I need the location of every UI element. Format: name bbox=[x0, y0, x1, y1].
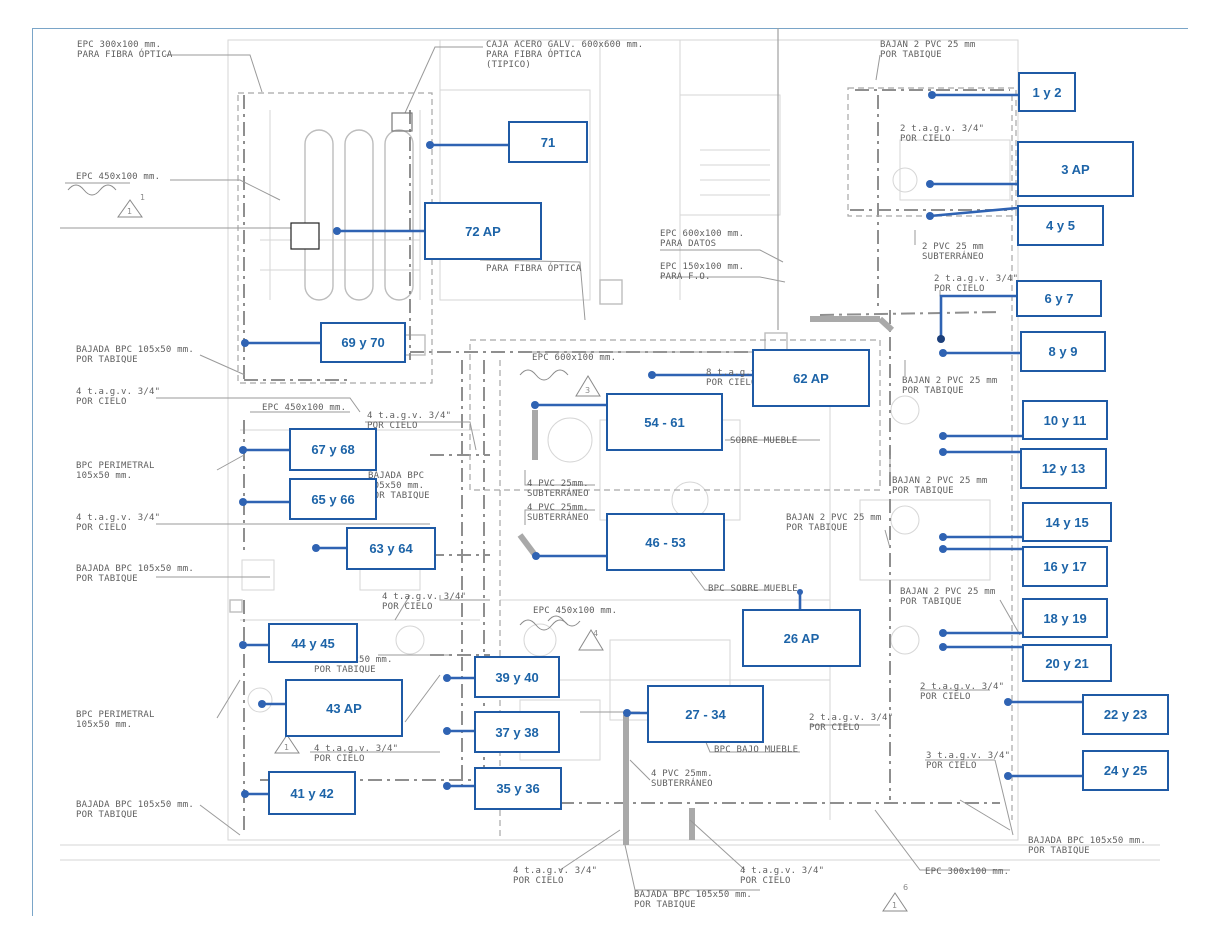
note-bajada-bpc-center: BAJADA BPC 105x50 mm. POR TABIQUE bbox=[368, 471, 430, 501]
note-bajada-bpc-right: BAJADA BPC 105x50 mm. POR TABIQUE bbox=[1028, 836, 1146, 856]
note-tagv-bottom-1: 4 t.a.g.v. 3/4" POR CIELO bbox=[513, 866, 598, 886]
note-tagv-ne: 2 t.a.g.v. 3/4" POR CIELO bbox=[900, 124, 985, 144]
note-tagv-left-2: 4 t.a.g.v. 3/4" POR CIELO bbox=[76, 513, 161, 533]
note-8-tagv: 8 t.a.g.v. POR CIELO bbox=[706, 368, 763, 388]
note-tagv-center-2: 4 t.a.g.v. 3/4" POR CIELO bbox=[382, 592, 467, 612]
note-sobre-mueble: SOBRE MUEBLE bbox=[730, 436, 798, 446]
svg-text:1: 1 bbox=[284, 743, 289, 752]
tag-1-y-2[interactable]: 1 y 2 bbox=[1018, 72, 1076, 112]
tag-35-y-36[interactable]: 35 y 36 bbox=[474, 767, 562, 810]
note-tagv-bottom-2: 4 t.a.g.v. 3/4" POR CIELO bbox=[740, 866, 825, 886]
tag-3-ap[interactable]: 3 AP bbox=[1017, 141, 1134, 197]
note-tagv-center-left: 4 t.a.g.v. 3/4" POR CIELO bbox=[367, 411, 452, 431]
tag-14-y-15[interactable]: 14 y 15 bbox=[1022, 502, 1112, 542]
note-tagv-center-3: 4 t.a.g.v. 3/4" POR CIELO bbox=[314, 744, 399, 764]
tag-41-y-42[interactable]: 41 y 42 bbox=[268, 771, 356, 815]
note-epc-300-fibra: EPC 300x100 mm. PARA FIBRA ÓPTICA bbox=[77, 40, 173, 60]
tag-43-ap[interactable]: 43 AP bbox=[285, 679, 403, 737]
tag-67-y-68[interactable]: 67 y 68 bbox=[289, 428, 377, 471]
tag-24-y-25[interactable]: 24 y 25 bbox=[1082, 750, 1169, 791]
tag-22-y-23[interactable]: 22 y 23 bbox=[1082, 694, 1169, 735]
note-4pvc-a: 4 PVC 25mm. SUBTERRÁNEO bbox=[527, 479, 589, 499]
note-tagv-6y7: 2 t.a.g.v. 3/4" POR CIELO bbox=[934, 274, 1019, 294]
tag-8-y-9[interactable]: 8 y 9 bbox=[1020, 331, 1106, 372]
svg-text:3: 3 bbox=[585, 386, 590, 395]
note-epc-450-top: EPC 450x100 mm. bbox=[76, 172, 161, 182]
svg-text:4: 4 bbox=[593, 629, 598, 638]
note-bpc-perimetral-1: BPC PERIMETRAL 105x50 mm. bbox=[76, 461, 155, 481]
note-caja-acero: CAJA ACERO GALV. 600x600 mm. PARA FIBRA … bbox=[486, 40, 644, 70]
tag-37-y-38[interactable]: 37 y 38 bbox=[474, 711, 560, 753]
tag-18-y-19[interactable]: 18 y 19 bbox=[1022, 598, 1108, 638]
note-tagv-left-1: 4 t.a.g.v. 3/4" POR CIELO bbox=[76, 387, 161, 407]
note-tagv-27: 2 t.a.g.v. 3/4" POR CIELO bbox=[809, 713, 894, 733]
note-bpc-sobre-mueble: BPC SOBRE MUEBLE bbox=[708, 584, 798, 594]
note-bajan-pvc-12: BAJAN 2 PVC 25 mm POR TABIQUE bbox=[892, 476, 988, 496]
note-tagv-22: 2 t.a.g.v. 3/4" POR CIELO bbox=[920, 682, 1005, 702]
tag-16-y-17[interactable]: 16 y 17 bbox=[1022, 546, 1108, 587]
note-bajan-pvc-18: BAJAN 2 PVC 25 mm POR TABIQUE bbox=[900, 587, 996, 607]
note-epc-600-datos: EPC 600x100 mm. PARA DATOS bbox=[660, 229, 745, 249]
note-4pvc-c: 4 PVC 25mm. SUBTERRÁNEO bbox=[651, 769, 713, 789]
note-bajada-bpc-left-2: BAJADA BPC 105x50 mm. POR TABIQUE bbox=[76, 564, 194, 584]
tag-71[interactable]: 71 bbox=[508, 121, 588, 163]
svg-text:1: 1 bbox=[892, 901, 897, 910]
tag-12-y-13[interactable]: 12 y 13 bbox=[1020, 448, 1107, 489]
tag-27-34[interactable]: 27 - 34 bbox=[647, 685, 764, 743]
tag-72-ap[interactable]: 72 AP bbox=[424, 202, 542, 260]
note-epc-450-center: EPC 450x100 mm. bbox=[533, 606, 618, 616]
note-bajada-bpc-69: BAJADA BPC 105x50 mm. POR TABIQUE bbox=[76, 345, 194, 365]
note-epc-300-bottom: EPC 300x100 mm. bbox=[925, 867, 1010, 877]
note-bajan-pvc-14: BAJAN 2 PVC 25 mm POR TABIQUE bbox=[786, 513, 882, 533]
note-bpc-perimetral-2: BPC PERIMETRAL 105x50 mm. bbox=[76, 710, 155, 730]
tag-20-y-21[interactable]: 20 y 21 bbox=[1022, 644, 1112, 682]
tag-63-y-64[interactable]: 63 y 64 bbox=[346, 527, 436, 570]
tag-65-y-66[interactable]: 65 y 66 bbox=[289, 478, 377, 520]
tag-62-ap[interactable]: 62 AP bbox=[752, 349, 870, 407]
tag-54-61[interactable]: 54 - 61 bbox=[606, 393, 723, 451]
note-pvc-subterraneo-ne: 2 PVC 25 mm SUBTERRÁNEO bbox=[922, 242, 984, 262]
note-epc-600-mid: EPC 600x100 mm. bbox=[532, 353, 617, 363]
note-epc-150-fo: EPC 150x100 mm. PARA F.O. bbox=[660, 262, 745, 282]
tag-46-53[interactable]: 46 - 53 bbox=[606, 513, 725, 571]
note-epc-fibra-optica: PARA FIBRA ÓPTICA bbox=[486, 264, 582, 274]
svg-text:1: 1 bbox=[127, 207, 132, 216]
tag-69-y-70[interactable]: 69 y 70 bbox=[320, 322, 406, 363]
svg-text:6: 6 bbox=[903, 883, 908, 892]
tag-10-y-11[interactable]: 10 y 11 bbox=[1022, 400, 1108, 440]
frame-left-border bbox=[32, 28, 33, 916]
note-4pvc-b: 4 PVC 25mm. SUBTERRÁNEO bbox=[527, 503, 589, 523]
note-bpc-bajo-mueble: BPC BAJO MUEBLE bbox=[714, 745, 799, 755]
frame-top-border bbox=[32, 28, 1188, 29]
note-bajan-pvc-top: BAJAN 2 PVC 25 mm POR TABIQUE bbox=[880, 40, 976, 60]
tag-4-y-5[interactable]: 4 y 5 bbox=[1017, 205, 1104, 246]
note-tagv-24: 3 t.a.g.v. 3/4" POR CIELO bbox=[926, 751, 1011, 771]
tag-26-ap[interactable]: 26 AP bbox=[742, 609, 861, 667]
svg-text:1: 1 bbox=[140, 193, 145, 202]
tag-39-y-40[interactable]: 39 y 40 bbox=[474, 656, 560, 698]
note-bajada-bpc-bottom: BAJADA BPC 105x50 mm. POR TABIQUE bbox=[634, 890, 752, 910]
tag-6-y-7[interactable]: 6 y 7 bbox=[1016, 280, 1102, 317]
note-bajan-pvc-62: BAJAN 2 PVC 25 mm POR TABIQUE bbox=[902, 376, 998, 396]
note-epc-450-left: EPC 450x100 mm. bbox=[262, 403, 347, 413]
tag-44-y-45[interactable]: 44 y 45 bbox=[268, 623, 358, 663]
note-bajada-bpc-left-3: BAJADA BPC 105x50 mm. POR TABIQUE bbox=[76, 800, 194, 820]
